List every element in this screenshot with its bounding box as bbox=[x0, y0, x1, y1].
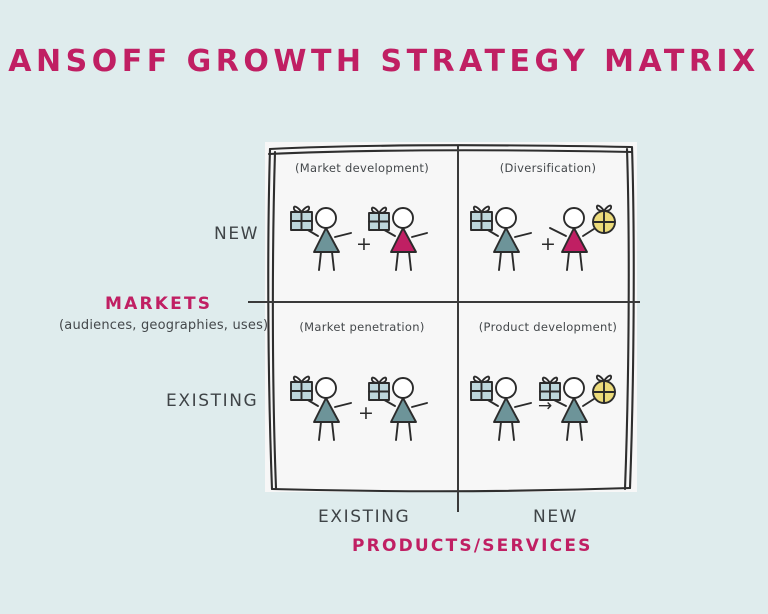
gift-existing-blue bbox=[539, 376, 561, 401]
figure-new-person bbox=[549, 207, 598, 271]
quadrant-label-market-development: (Market development) bbox=[294, 161, 430, 175]
gift-new-yellow bbox=[592, 204, 616, 234]
gift-existing-blue bbox=[470, 375, 493, 401]
gift-existing-blue bbox=[470, 205, 493, 231]
scene-market-penetration bbox=[290, 375, 428, 441]
x-axis-tick-new: NEW bbox=[533, 507, 579, 527]
scene-market-development bbox=[290, 205, 428, 271]
gift-existing-blue bbox=[368, 376, 390, 401]
figure-existing-person bbox=[300, 377, 352, 441]
x-axis-title: PRODUCTS/SERVICES bbox=[352, 536, 593, 556]
figure-existing-person bbox=[480, 207, 532, 271]
figure-existing-person bbox=[300, 207, 352, 271]
gift-new-yellow bbox=[592, 374, 616, 404]
quadrant-label-product-development: (Product development) bbox=[478, 320, 618, 334]
figure-existing-person bbox=[480, 377, 532, 441]
y-axis-tick-existing: EXISTING bbox=[166, 391, 259, 411]
y-axis-title: MARKETS bbox=[105, 294, 213, 314]
markets-axis-line bbox=[248, 301, 640, 303]
gift-existing-blue bbox=[290, 205, 313, 231]
products-axis-line bbox=[457, 146, 459, 512]
figure-new-person bbox=[378, 207, 428, 271]
page-title: ANSOFF GROWTH STRATEGY MATRIX bbox=[8, 44, 760, 79]
operator-arrow-product-development: → bbox=[538, 396, 553, 416]
gift-existing-blue bbox=[290, 375, 313, 401]
matrix-panel bbox=[265, 142, 637, 492]
figure-existing-person bbox=[378, 377, 428, 441]
figure-existing-person bbox=[549, 377, 598, 441]
gift-existing-blue bbox=[368, 206, 390, 231]
scene-diversification bbox=[470, 204, 616, 271]
quadrant-label-diversification: (Diversification) bbox=[499, 161, 597, 175]
x-axis-tick-existing: EXISTING bbox=[318, 507, 411, 527]
y-axis-subtitle: (audiences, geographies, uses) bbox=[59, 318, 269, 333]
operator-plus-diversification: + bbox=[540, 233, 556, 255]
y-axis-tick-new: NEW bbox=[214, 224, 260, 244]
scene-product-development bbox=[470, 374, 616, 441]
operator-plus-market-penetration: + bbox=[358, 402, 374, 424]
quadrant-label-market-penetration: (Market penetration) bbox=[299, 320, 425, 334]
operator-plus-market-development: + bbox=[356, 233, 372, 255]
